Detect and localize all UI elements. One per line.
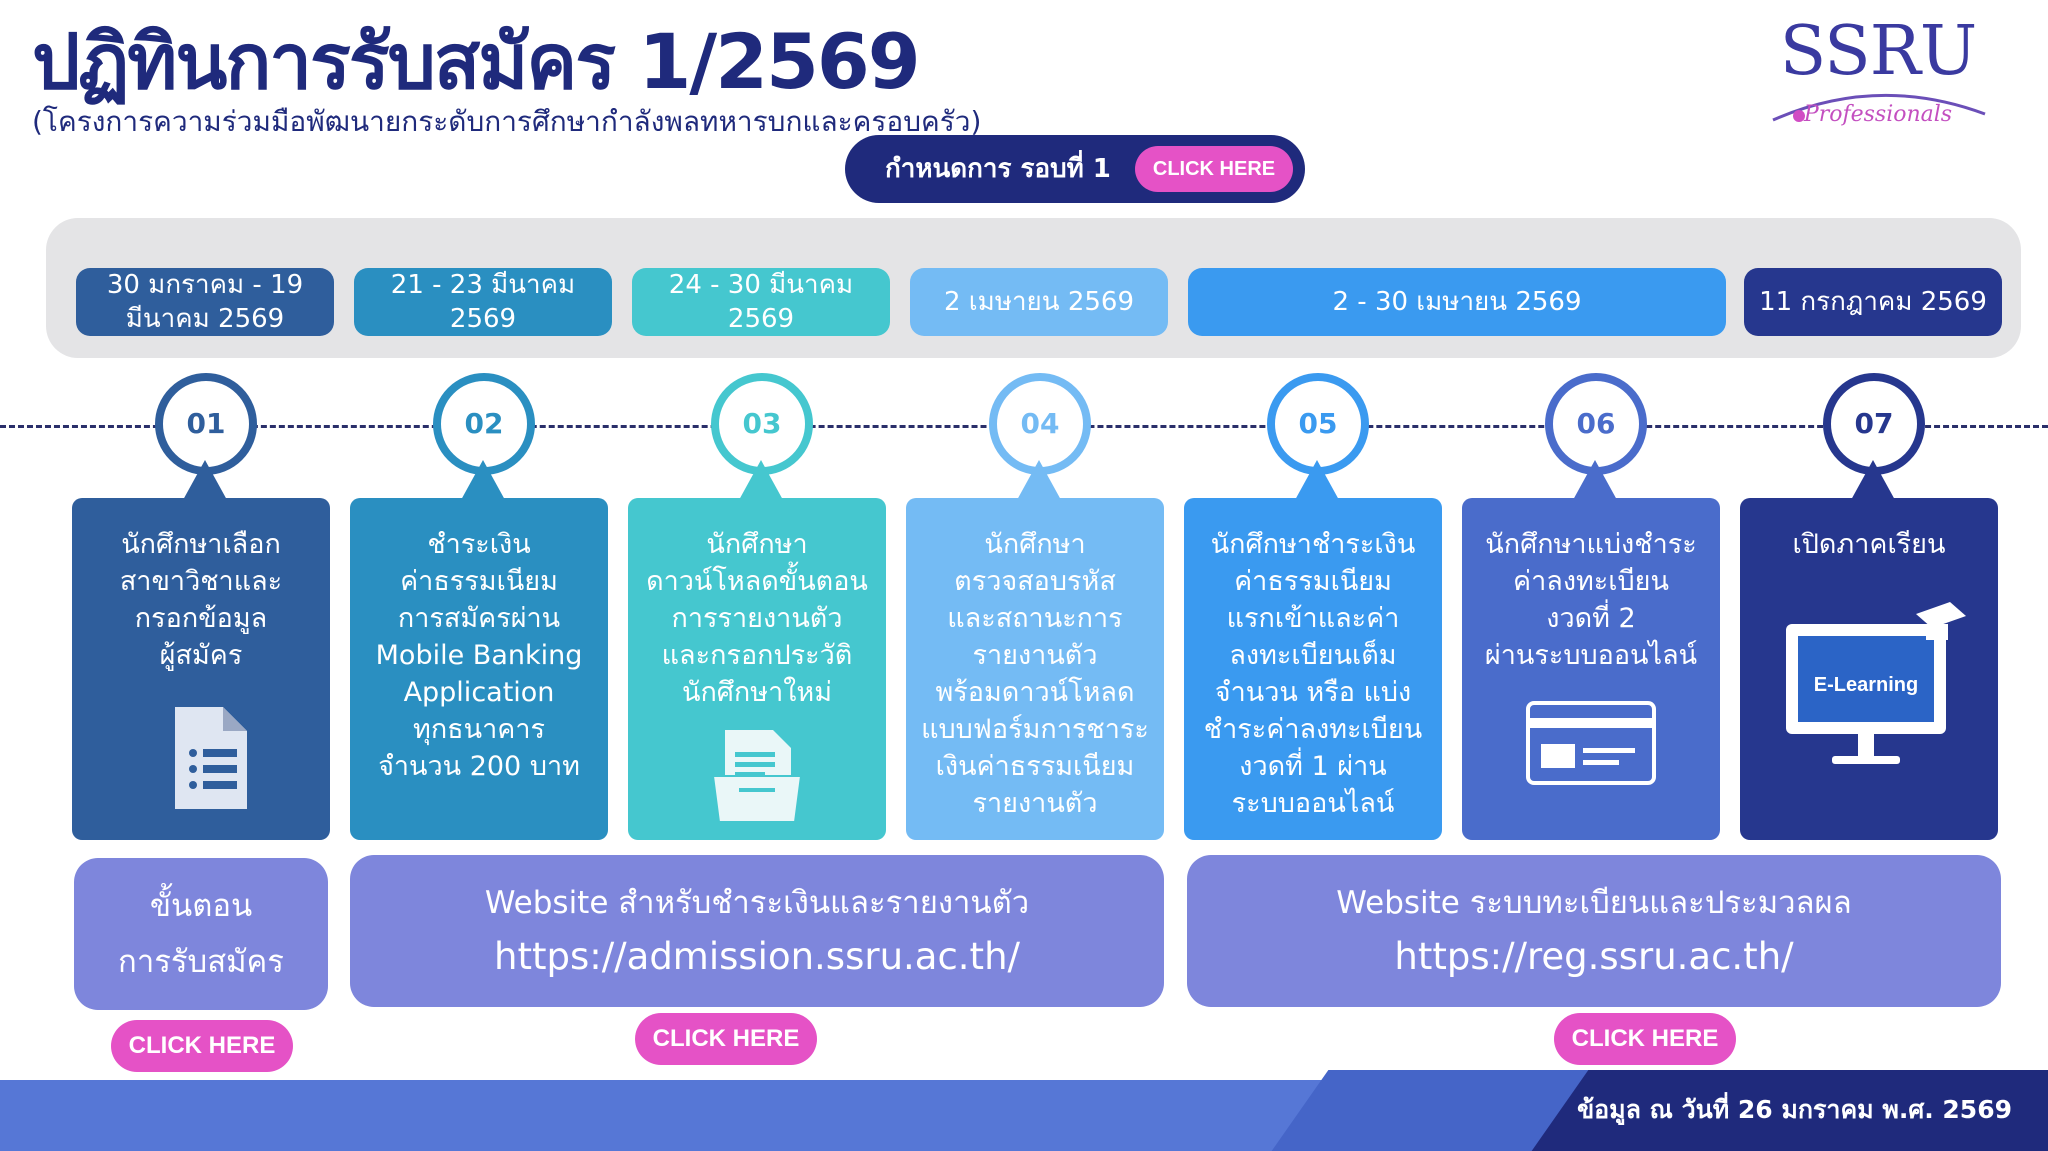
logo-subtext: Professionals — [1803, 102, 1953, 127]
date-chip-1: 30 มกราคม - 19 มีนาคม 2569 — [76, 268, 334, 336]
step-card-05: นักศึกษาชำระเงิน ค่าธรรมเนียม แรกเข้าและ… — [1184, 498, 1442, 840]
logo-text: SSRU — [1779, 12, 1977, 91]
step-pointer-01 — [183, 460, 227, 500]
process-click-here-button[interactable]: CLICK HERE — [111, 1020, 293, 1072]
ssru-logo: SSRU Professionals — [1763, 12, 1993, 127]
step-card-06: นักศึกษาแบ่งชำระ ค่าลงทะเบียน งวดที่ 2 ผ… — [1462, 498, 1720, 840]
admission-website-url[interactable]: https://admission.ssru.ac.th/ — [494, 935, 1020, 978]
registration-click-here-button[interactable]: CLICK HERE — [1554, 1013, 1736, 1065]
step-text-01: นักศึกษาเลือก สาขาวิชาและ กรอกข้อมูล ผู้… — [119, 529, 283, 671]
date-chip-6: 11 กรกฎาคม 2569 — [1744, 268, 2002, 336]
step-card-01: นักศึกษาเลือก สาขาวิชาและ กรอกข้อมูล ผู้… — [72, 498, 330, 840]
step-text-03: นักศึกษา ดาวน์โหลดขั้นตอน การรายงานตัว แ… — [646, 529, 868, 708]
logo-swoosh — [1772, 93, 1986, 122]
date-chip-5: 2 - 30 เมษายน 2569 — [1188, 268, 1726, 336]
round-click-here-button[interactable]: CLICK HERE — [1135, 146, 1293, 192]
date-chip-3: 24 - 30 มีนาคม 2569 — [632, 268, 890, 336]
step-card-04: นักศึกษา ตรวจสอบรหัส และสถานะการ รายงานต… — [906, 498, 1164, 840]
data-date-note: ข้อมูล ณ วันที่ 26 มกราคม พ.ศ. 2569 — [1577, 1095, 2012, 1124]
step-pointer-04 — [1017, 460, 1061, 500]
step-text-05: นักศึกษาชำระเงิน ค่าธรรมเนียม แรกเข้าและ… — [1203, 529, 1423, 819]
step-pointer-07 — [1851, 460, 1895, 500]
step-text-02: ชำระเงิน ค่าธรรมเนียม การสมัครผ่าน Mobil… — [375, 529, 583, 782]
step-pointer-05 — [1295, 460, 1339, 500]
step-text-07: เปิดภาคเรียน — [1792, 529, 1946, 560]
step-card-02: ชำระเงิน ค่าธรรมเนียม การสมัครผ่าน Mobil… — [350, 498, 608, 840]
file-folder-icon — [711, 730, 803, 823]
admission-website-label: Website สำหรับชำระเงินและรายงานตัว — [484, 885, 1030, 921]
admission-click-here-button[interactable]: CLICK HERE — [635, 1013, 817, 1065]
date-chip-2: 21 - 23 มีนาคม 2569 — [354, 268, 612, 336]
step-pointer-02 — [461, 460, 505, 500]
registration-website-label: Website ระบบทะเบียนและประมวลผล — [1336, 885, 1852, 921]
admission-process-box: ขั้นตอน การรับสมัคร — [74, 858, 328, 1010]
step-card-03: นักศึกษา ดาวน์โหลดขั้นตอน การรายงานตัว แ… — [628, 498, 886, 840]
step-pointer-03 — [739, 460, 783, 500]
e-learning-icon-label: E-Learning — [1814, 674, 1918, 696]
step-text-04: นักศึกษา ตรวจสอบรหัส และสถานะการ รายงานต… — [921, 529, 1149, 819]
admission-website-box: Website สำหรับชำระเงินและรายงานตัว https… — [350, 855, 1164, 1007]
page-title: ปฏิทินการรับสมัคร 1/2569 — [32, 17, 921, 106]
registration-website-url[interactable]: https://reg.ssru.ac.th/ — [1394, 935, 1794, 978]
round-label: กำหนดการ รอบที่ 1 — [885, 154, 1111, 184]
registration-website-box: Website ระบบทะเบียนและประมวลผล https://r… — [1187, 855, 2001, 1007]
step-card-07: เปิดภาคเรียน E-Learning — [1740, 498, 1998, 840]
e-learning-monitor-icon: E-Learning — [1786, 602, 1966, 764]
step-text-06: นักศึกษาแบ่งชำระ ค่าลงทะเบียน งวดที่ 2 ผ… — [1484, 529, 1698, 671]
step-pointer-06 — [1573, 460, 1617, 500]
process-line-2: การรับสมัคร — [118, 944, 284, 980]
document-list-icon — [175, 707, 247, 809]
round-pill: กำหนดการ รอบที่ 1 CLICK HERE — [845, 135, 1305, 203]
date-chip-4: 2 เมษายน 2569 — [910, 268, 1168, 336]
process-line-1: ขั้นตอน — [149, 888, 253, 924]
step-number-03: 03 — [711, 373, 813, 475]
page-subtitle: (โครงการความร่วมมือพัฒนายกระดับการศึกษาก… — [32, 105, 982, 138]
credit-card-icon — [1526, 701, 1656, 785]
